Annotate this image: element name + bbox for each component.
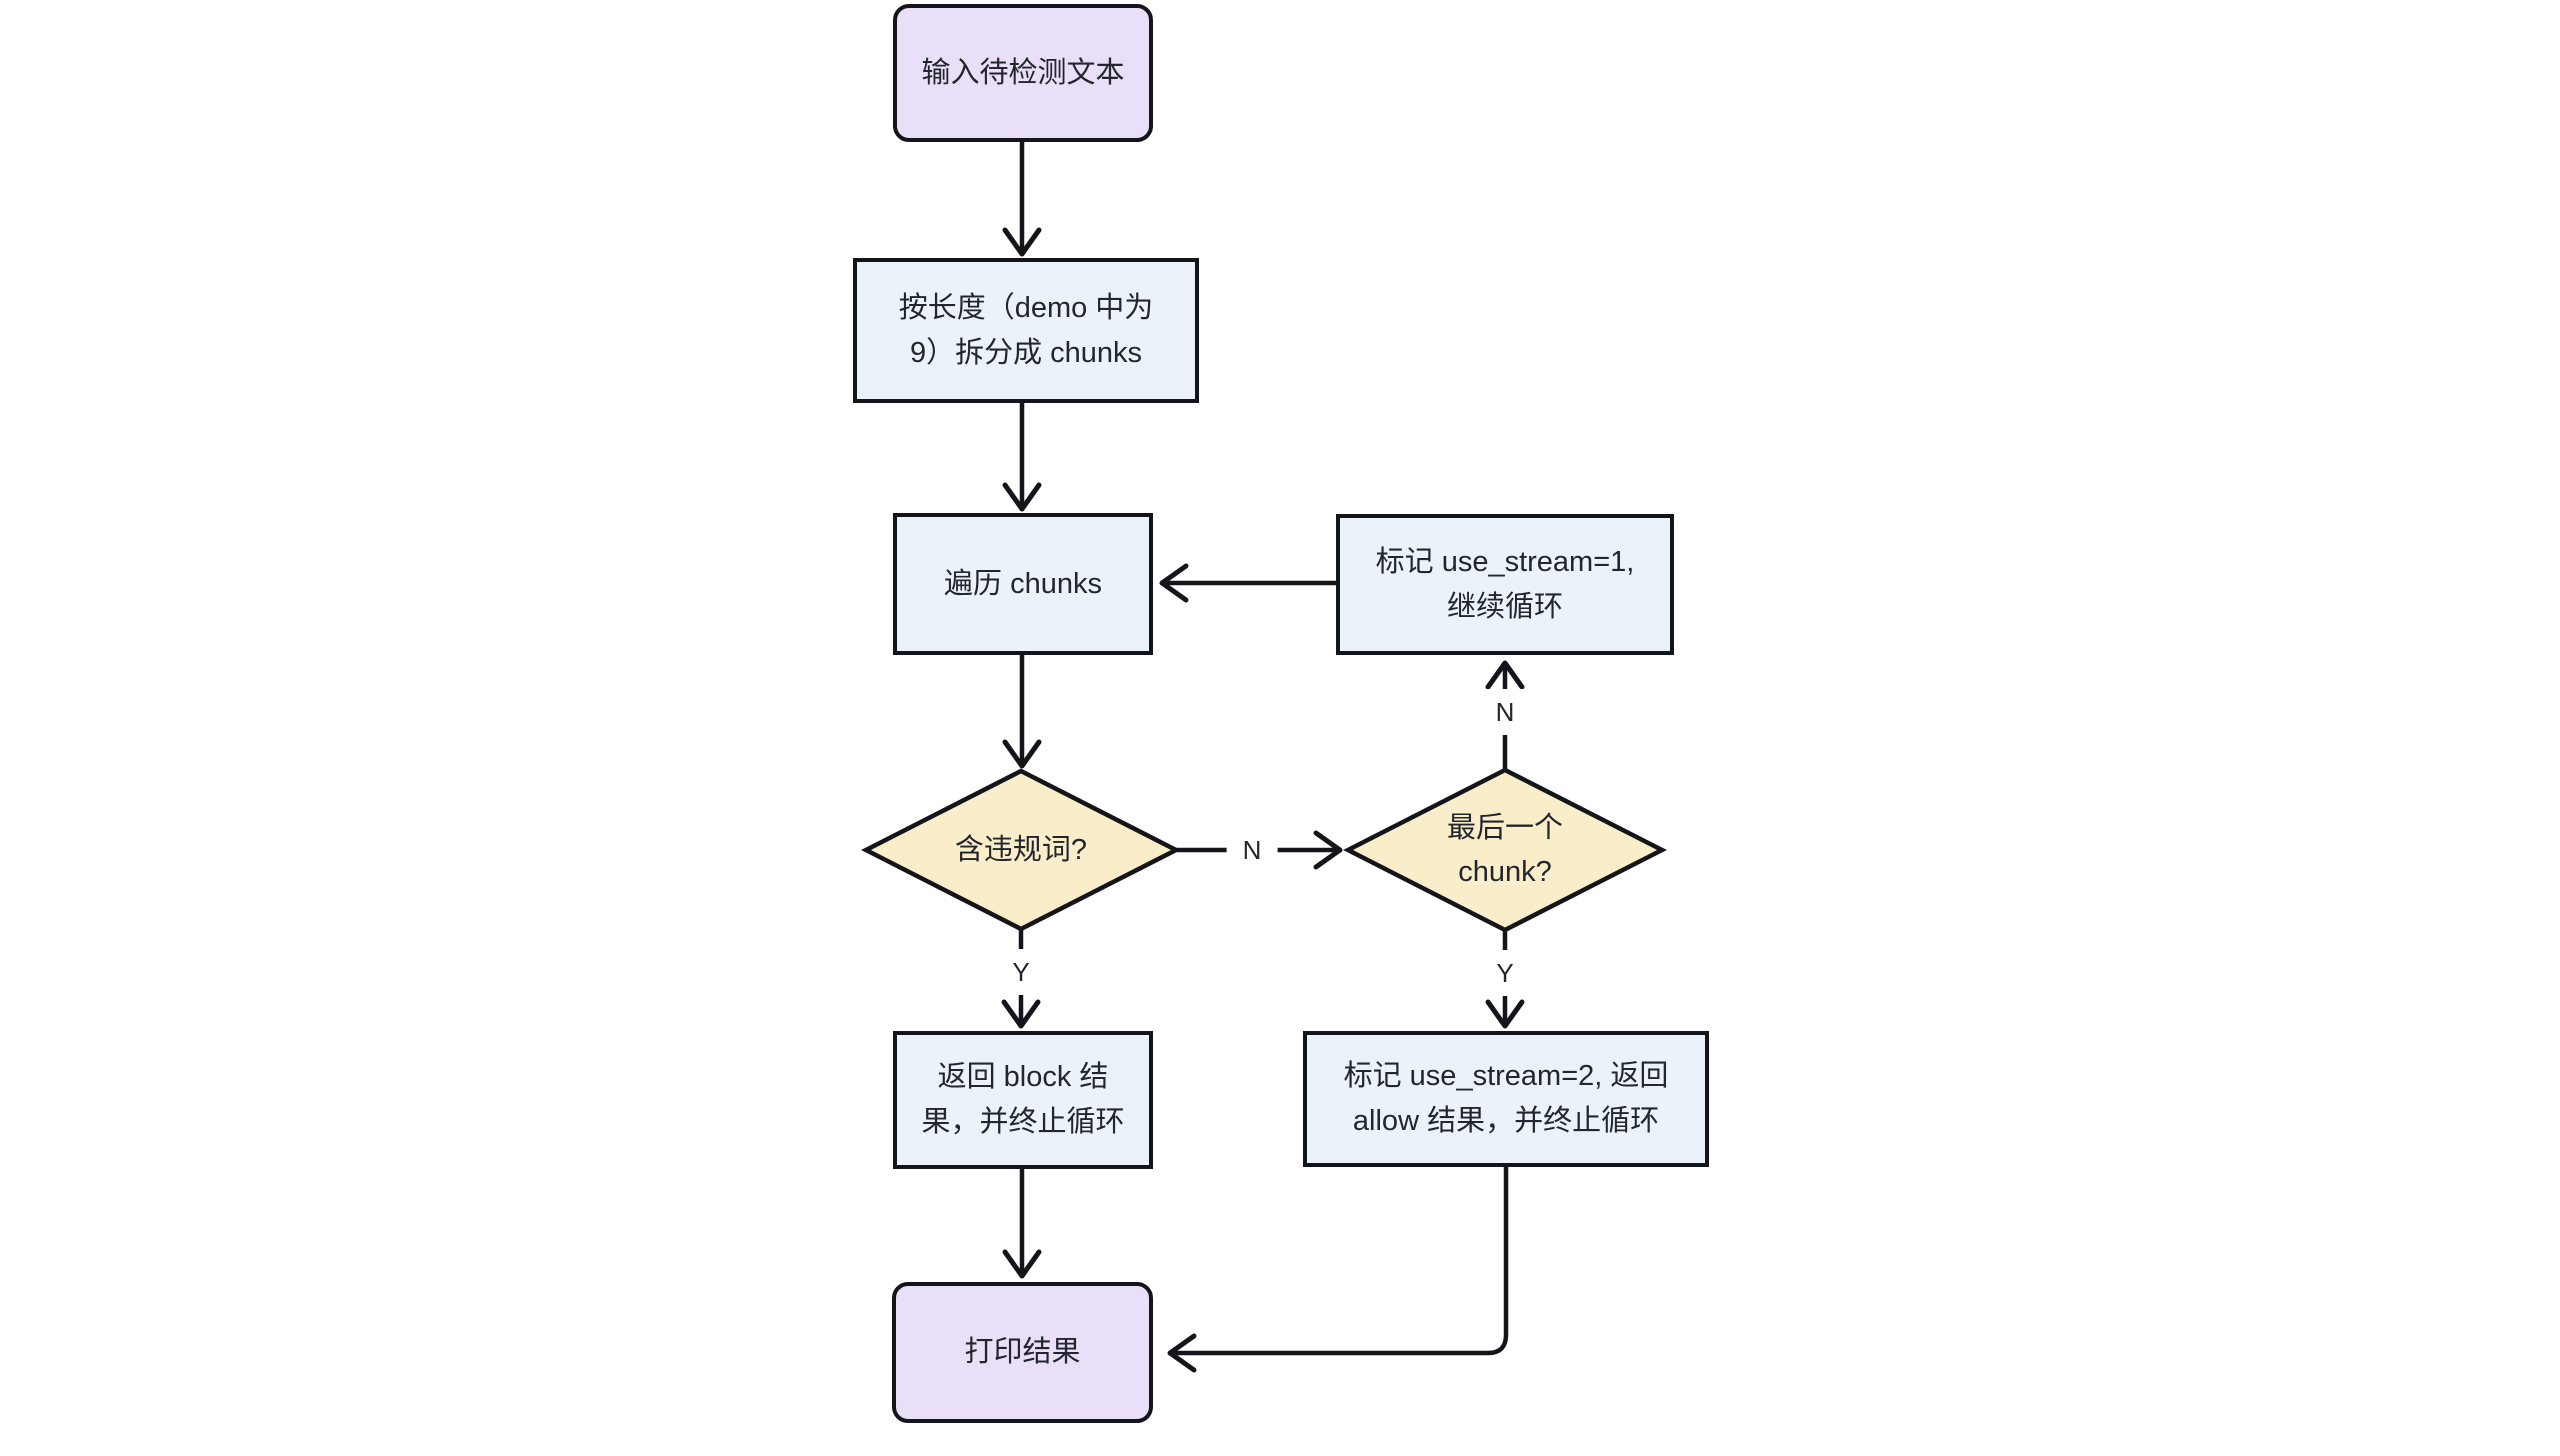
- edge-label-last-chunk-yes: Y: [1480, 950, 1530, 996]
- arrow-return-block-to-print: [1002, 1166, 1042, 1279]
- edge-label-violation-no: N: [1226, 827, 1278, 873]
- node-mark-use-stream1: 标记 use_stream=1, 继续循环: [1336, 514, 1674, 655]
- node-print-result: 打印结果: [892, 1282, 1153, 1423]
- arrow-mark-stream1-to-iterate: [1159, 563, 1338, 603]
- node-split-chunks: 按长度（demo 中为 9）拆分成 chunks: [853, 258, 1199, 403]
- arrow-split-to-iterate: [1002, 400, 1042, 512]
- arrow-input-to-split: [1002, 139, 1042, 257]
- decision-has-violation-label: 含违规词?: [954, 834, 1088, 866]
- arrow-mark-stream2-to-print: [1167, 1164, 1509, 1373]
- edge-label-last-chunk-no: N: [1479, 689, 1531, 735]
- node-return-block-result: 返回 block 结 果，并终止循环: [893, 1031, 1153, 1169]
- decision-last-chunk-shape: [1343, 767, 1667, 933]
- node-input-text: 输入待检测文本: [893, 4, 1153, 142]
- node-iterate-chunks: 遍历 chunks: [893, 513, 1153, 655]
- arrow-iterate-to-violation: [1002, 652, 1042, 769]
- decision-last-chunk-label: 最后一个 chunk?: [1446, 812, 1564, 888]
- node-mark-use-stream2: 标记 use_stream=2, 返回 allow 结果，并终止循环: [1303, 1031, 1709, 1167]
- decision-has-violation-shape: [861, 768, 1181, 932]
- edge-label-violation-yes: Y: [996, 949, 1046, 995]
